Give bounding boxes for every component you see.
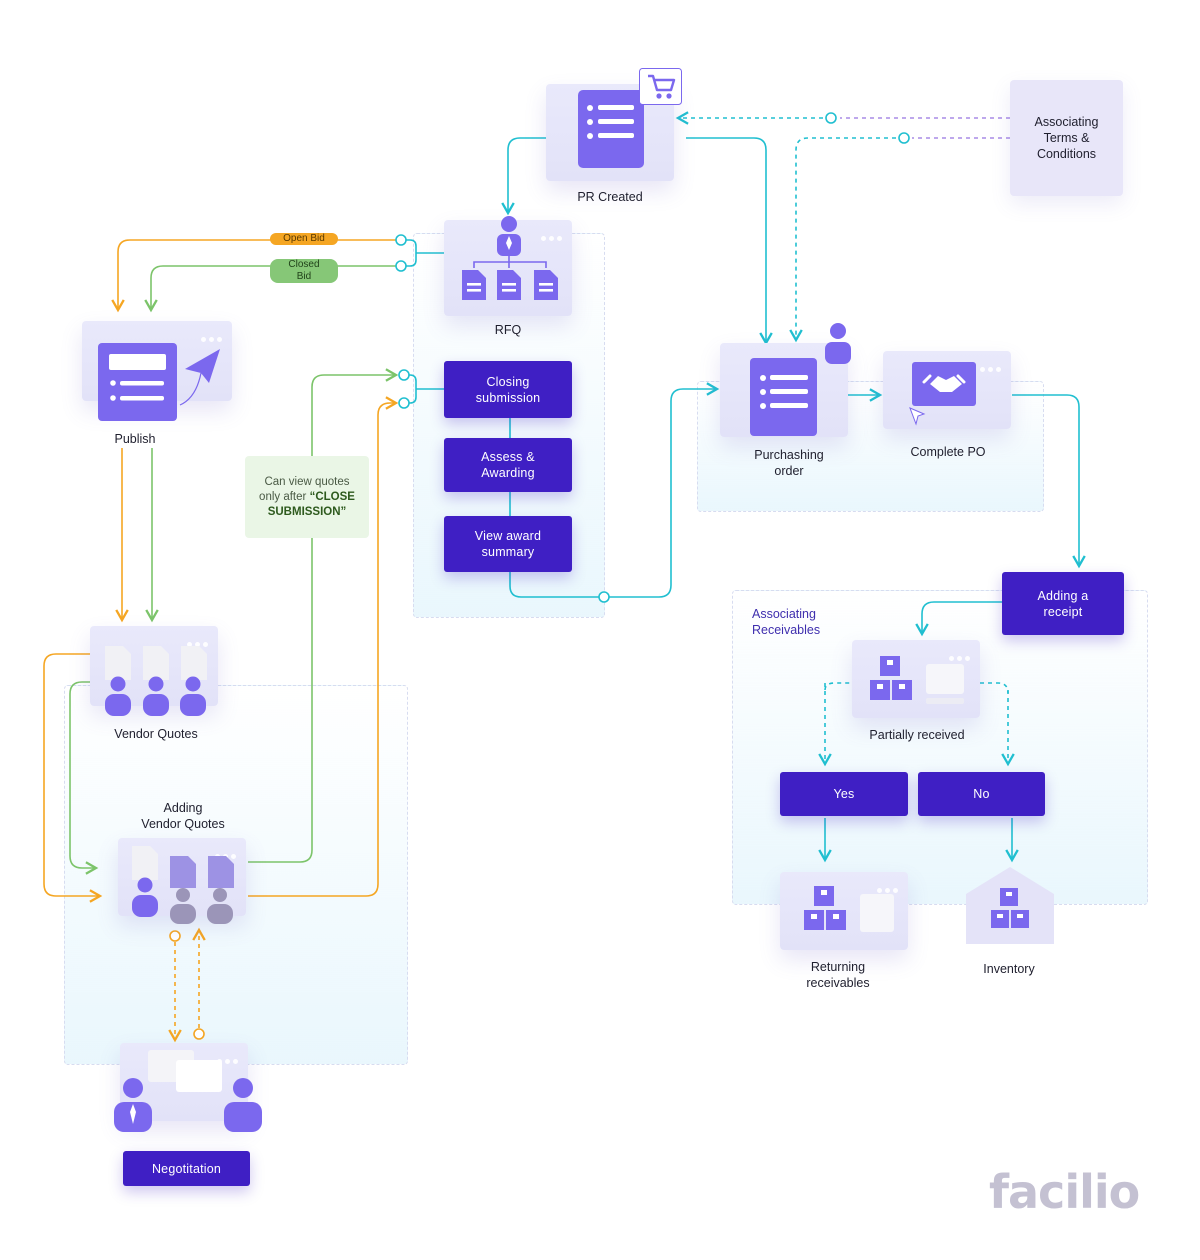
negotiation-button[interactable]: Negotitation (123, 1151, 250, 1186)
warehouse-icon (966, 867, 1054, 944)
edge-pr-to-rfq (501, 137, 546, 216)
adding-vendors-icon (132, 846, 234, 924)
publish-label: Publish (114, 432, 156, 446)
inventory-label: Inventory (983, 962, 1035, 976)
cart-icon (639, 68, 682, 105)
edge-open-bid (111, 239, 396, 313)
org-chart-icon (462, 216, 558, 300)
document-icon (578, 90, 644, 168)
open-bid-pill: Open Bid (270, 233, 338, 245)
associating-receivables-title: Associating Receivables (752, 607, 821, 637)
note-line-1: Can view quotes (264, 475, 350, 488)
vendors-icon (105, 646, 207, 716)
edge-pr-to-po (686, 137, 773, 346)
edge-complete-to-receipt (1012, 394, 1086, 569)
negotiation-icon (114, 1050, 262, 1132)
terms-conditions-box[interactable]: Associating Terms & Conditions (1010, 80, 1123, 196)
handshake-icon (909, 362, 976, 426)
adding-vendor-quotes-label: Adding Vendor Quotes (141, 801, 225, 831)
partially-received-label: Partially received (869, 728, 965, 742)
user-icon (825, 323, 851, 364)
view-award-summary-button[interactable]: View award summary (444, 516, 572, 572)
returning-boxes-icon (804, 886, 894, 932)
boxes-icon (870, 656, 964, 704)
close-submission-note: Can view quotes only after “CLOSE SUBMIS… (245, 456, 369, 538)
publish-document-icon (98, 343, 220, 421)
order-document-icon (750, 358, 817, 436)
yes-button[interactable]: Yes (780, 772, 908, 816)
note-line-2: only after (259, 490, 307, 503)
edge-receipt-to-partial (915, 601, 1002, 637)
facilio-logo: facilio (989, 1165, 1140, 1219)
closing-submission-button[interactable]: Closing submission (444, 361, 572, 418)
purchasing-order-label: Purchashing order (754, 448, 824, 478)
adding-receipt-button[interactable]: Adding a receipt (1002, 572, 1124, 635)
closed-bid-pill: Closed Bid (270, 259, 338, 283)
vendor-quotes-label: Vendor Quotes (114, 727, 198, 741)
edge-award-to-po (509, 382, 720, 598)
rfq-label: RFQ (494, 323, 522, 337)
edge-closed-bid (144, 265, 396, 313)
assess-awarding-button[interactable]: Assess & Awarding (444, 438, 572, 492)
no-button[interactable]: No (918, 772, 1045, 816)
pr-created-label: PR Created (577, 190, 643, 204)
note-highlight: “CLOSE SUBMISSION” (267, 490, 355, 518)
complete-po-label: Complete PO (910, 445, 986, 459)
returning-receivables-label: Returning receivables (806, 960, 870, 990)
